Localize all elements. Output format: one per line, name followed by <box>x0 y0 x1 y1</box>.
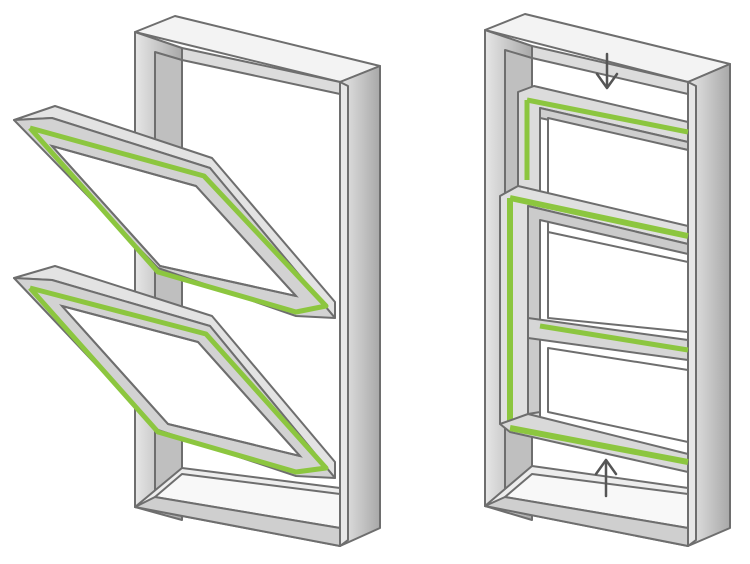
down-arrow-icon <box>595 52 619 90</box>
left-upper-sash <box>13 105 336 319</box>
left-lower-sash <box>13 265 336 479</box>
right-window <box>484 13 731 547</box>
lower-sash-seal <box>28 285 329 475</box>
left-window <box>13 15 381 547</box>
right-lower-sash <box>499 185 689 473</box>
upper-sash-seal <box>28 125 329 315</box>
up-arrow-icon <box>594 458 618 498</box>
